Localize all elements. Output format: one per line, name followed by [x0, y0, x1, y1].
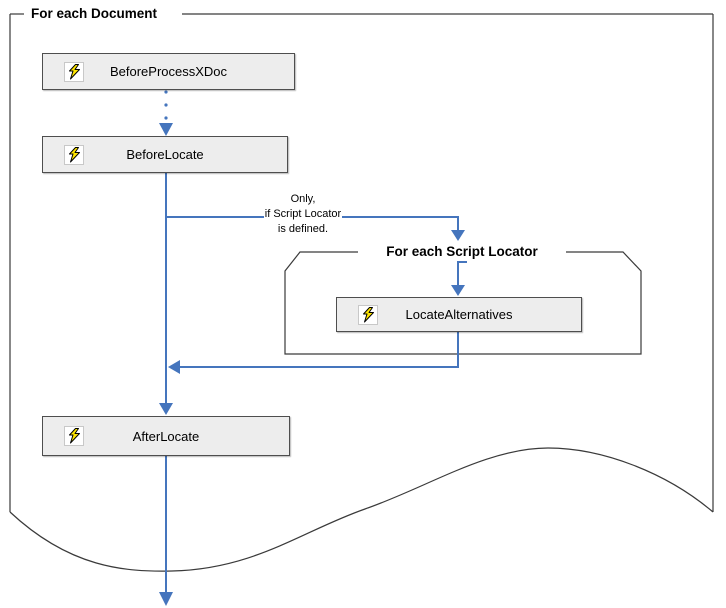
- event-node-after-locate: AfterLocate: [42, 416, 290, 456]
- event-node-before-process-xdoc: BeforeProcessXDoc: [42, 53, 295, 90]
- arrowhead-into-after-locate: [159, 403, 173, 415]
- outer-frame-title: For each Document: [28, 6, 161, 21]
- lightning-bolt-icon: [64, 61, 84, 82]
- condition-annotation-line3: is defined.: [276, 223, 330, 235]
- lightning-bolt-icon: [358, 304, 378, 325]
- connector-into-locate-alternatives: [457, 261, 467, 286]
- arrowhead-into-locate-alternatives: [451, 285, 465, 296]
- arrowheads: [159, 123, 465, 606]
- arrowhead-return-left: [168, 360, 180, 374]
- connector-branch-right: [166, 216, 459, 231]
- event-node-label: BeforeProcessXDoc: [109, 64, 228, 79]
- condition-annotation-line1: Only,: [289, 193, 317, 205]
- torn-edge-wave: [9, 447, 714, 572]
- arrowhead-bottom-exit: [159, 592, 173, 606]
- connector-return-left: [180, 332, 459, 368]
- event-node-before-locate: BeforeLocate: [42, 136, 288, 173]
- event-node-label: AfterLocate: [132, 428, 200, 444]
- script-locator-frame-border: [284, 251, 642, 355]
- event-node-locate-alternatives: LocateAlternatives: [336, 297, 582, 332]
- lightning-bolt-icon: [64, 426, 84, 446]
- event-node-label: BeforeLocate: [126, 147, 204, 162]
- dotted-connector: [164, 90, 168, 120]
- condition-annotation: Only, if Script Locator is defined.: [233, 192, 373, 237]
- condition-annotation-line2: if Script Locator: [263, 208, 343, 220]
- arrowhead-into-before-locate: [159, 123, 173, 136]
- outer-frame-border: [9, 13, 714, 572]
- event-node-label: LocateAlternatives: [405, 307, 513, 322]
- lightning-bolt-icon: [64, 144, 84, 165]
- arrowhead-into-script-frame: [451, 230, 465, 241]
- script-locator-frame-title: For each Script Locator: [386, 244, 538, 259]
- flow-connectors: [165, 173, 467, 593]
